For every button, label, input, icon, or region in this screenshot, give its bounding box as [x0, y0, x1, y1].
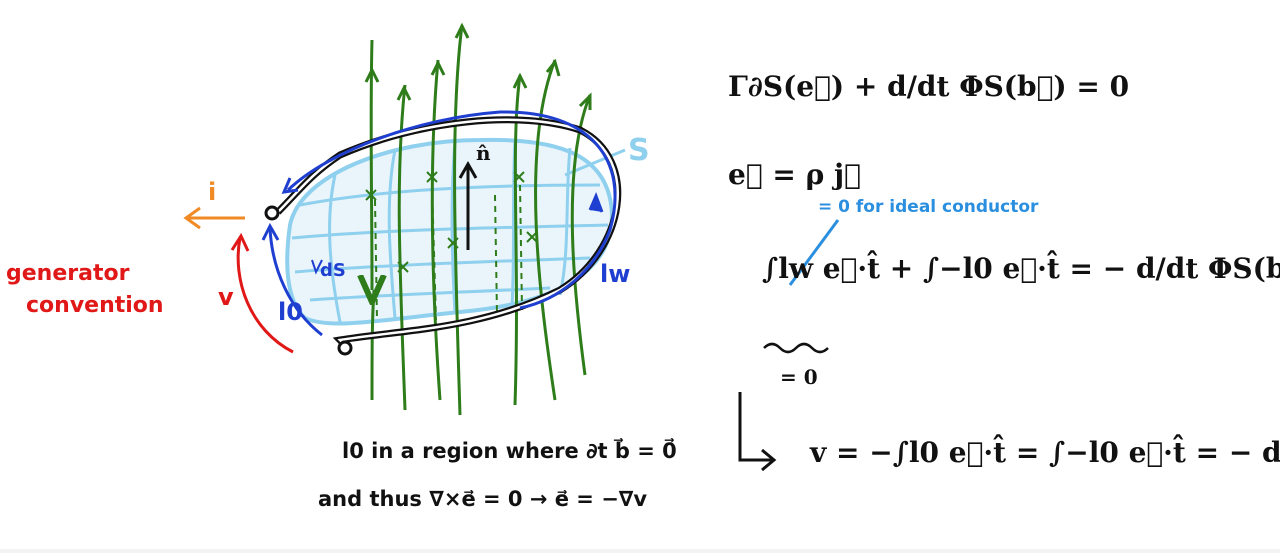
current-arrowhead: [183, 206, 201, 230]
field-arrowhead: [545, 58, 561, 77]
field-lines: [364, 22, 592, 416]
normal-vector: n̂: [458, 141, 491, 250]
bottom-strip: [0, 549, 1280, 553]
field-line: [397, 84, 407, 411]
ds-label: dS: [320, 260, 346, 281]
field-line: [453, 24, 464, 416]
ideal-conductor-note: = 0 for ideal conductor: [818, 197, 1039, 217]
region-note-line2: and thus ∇×e⃗ = 0 → e⃗ = −∇v: [318, 487, 647, 511]
voltage-arrow: [236, 237, 294, 354]
current-indicator: i: [183, 178, 245, 230]
implication-arrow: [738, 392, 772, 462]
field-line: [513, 74, 522, 406]
current-label: i: [208, 178, 216, 206]
voltage-indicator: v: [218, 232, 294, 354]
field-line-hidden: [374, 199, 378, 321]
lw-curve: [286, 110, 617, 310]
flux-cross: [397, 261, 409, 273]
field-line: [570, 94, 592, 376]
field-arrowhead: [430, 59, 446, 76]
l0-arrowhead: [261, 222, 280, 241]
terminal-top: [264, 205, 280, 221]
normal-arrowhead: [458, 160, 478, 179]
equations: Γ∂S(e⃗) + d/dt ΦS(b⃗) = 0 e⃗ = ρ j⃗ = 0 …: [728, 70, 1280, 472]
field-line: [534, 59, 557, 401]
surface-label: S: [628, 133, 650, 168]
region-note-line1: l0 in a region where ∂t b⃗ = 0⃗: [342, 438, 677, 463]
generator-label-line2: convention: [26, 293, 164, 318]
normal-label: n̂: [476, 141, 491, 165]
implication-arrowhead: [761, 448, 777, 472]
ds-arrow: [311, 259, 323, 275]
equation-faraday: Γ∂S(e⃗) + d/dt ΦS(b⃗) = 0: [728, 70, 1129, 103]
flux-cross: [526, 231, 538, 243]
lw-arrowhead: [588, 191, 604, 213]
terminal-bottom: [337, 340, 353, 356]
field-line-hidden: [431, 184, 437, 321]
equation-voltage: v = −∫l0 e⃗·t̂ = ∫−l0 e⃗·t̂ = − d/dt ΦS(…: [809, 435, 1280, 469]
field-arrowhead: [364, 66, 380, 83]
ideal-conductor-strike: [788, 219, 840, 286]
lw-zero-label: = 0: [780, 365, 818, 389]
flux-cross: [426, 171, 438, 183]
field-arrowhead: [512, 72, 528, 89]
voltage-arrowhead: [230, 232, 250, 252]
flux-cross: [513, 171, 525, 183]
path-lw: lw: [281, 110, 630, 310]
field-line: [370, 289, 376, 401]
region-note: l0 in a region where ∂t b⃗ = 0⃗ and thus…: [318, 438, 677, 511]
generator-label-line1: generator: [6, 261, 130, 286]
l0-label: l0: [278, 298, 303, 326]
field-arrowhead: [396, 84, 412, 101]
l0-curve: [268, 227, 323, 337]
field-line: [371, 39, 372, 290]
generator-convention-label: generator convention: [6, 261, 164, 318]
flux-cross: [447, 237, 459, 249]
path-l0: l0: [261, 222, 323, 337]
lw-arrowhead: [281, 177, 299, 194]
flux-cross: [365, 189, 377, 201]
voltage-label: v: [218, 283, 234, 311]
lw-zero-brace: [763, 342, 829, 354]
equation-loop-integral: ∫lw e⃗·t̂ + ∫−l0 e⃗·t̂ = − d/dt ΦS(b⃗): [762, 251, 1280, 285]
ds-marker: dS: [311, 259, 346, 281]
field-arrowhead: [454, 22, 470, 39]
equation-ohm: e⃗ = ρ j⃗: [728, 158, 861, 191]
field-line-hidden: [519, 184, 523, 311]
lw-label: lw: [600, 260, 630, 288]
field-line-hidden: [494, 194, 498, 316]
field-arrowhead: [578, 92, 592, 110]
